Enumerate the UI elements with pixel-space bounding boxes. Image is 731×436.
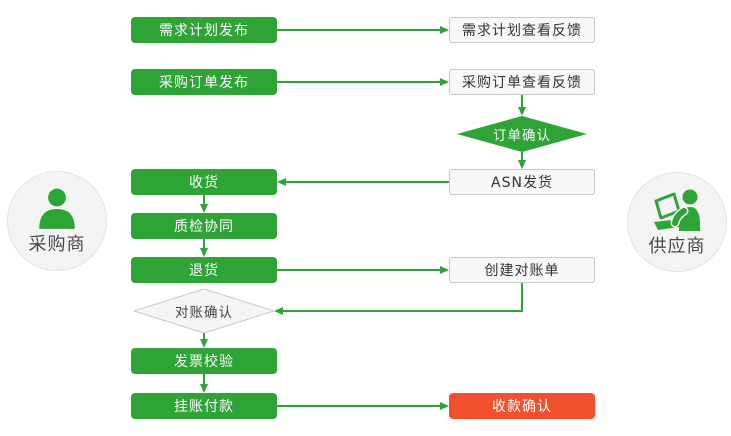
node-demand-plan-publish: 需求计划发布 (131, 17, 277, 43)
node-payment-confirm: 收款确认 (449, 393, 595, 419)
node-return-goods: 退货 (131, 257, 277, 283)
node-pending-payment: 挂账付款 (131, 393, 277, 419)
buyer-label: 采购商 (28, 233, 86, 255)
node-purchase-order-publish: 采购订单发布 (131, 69, 277, 95)
connector-statement-to-confirm (274, 283, 523, 315)
node-quality-check: 质检协同 (131, 213, 277, 239)
actor-supplier: 供应商 (627, 172, 727, 272)
node-receive-goods: 收货 (131, 169, 277, 195)
supplier-label: 供应商 (648, 235, 706, 257)
node-asn-shipping: ASN发货 (449, 169, 595, 195)
node-purchase-order-feedback: 采购订单查看反馈 (449, 69, 595, 95)
node-invoice-check: 发票校验 (131, 348, 277, 374)
supplier-laptop-person-icon (652, 187, 702, 231)
order-confirm-label: 订单确认 (493, 128, 551, 144)
statement-confirm-label: 对账确认 (175, 305, 233, 321)
node-demand-plan-feedback: 需求计划查看反馈 (449, 17, 595, 43)
node-create-statement: 创建对账单 (449, 257, 595, 283)
node-order-confirm: 订单确认 (457, 116, 587, 152)
buyer-person-icon (34, 187, 80, 229)
node-statement-confirm: 对账确认 (134, 289, 274, 333)
actor-buyer: 采购商 (7, 171, 107, 271)
